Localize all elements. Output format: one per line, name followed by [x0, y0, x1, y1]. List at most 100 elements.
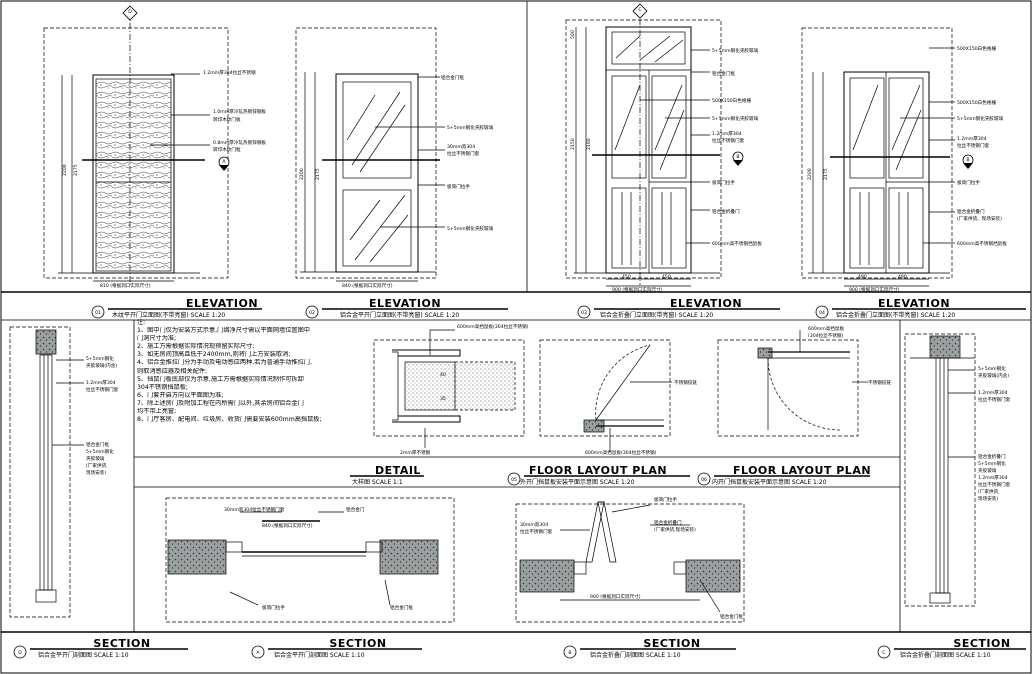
label-e3-a: 5+5mm钢化夹胶玻璃 [712, 47, 759, 54]
label-det-a: 600mm高挡鼠板(304拉丝不锈钢) [457, 323, 529, 330]
drawing-number: B [568, 650, 571, 656]
elevation-01-drawing [43, 12, 229, 285]
label-e1-b: 1.0mm厚冷轧热镀锌钢板 [213, 108, 266, 115]
label-e4-d2: 拉丝不锈钢门套 [957, 142, 990, 149]
elevation-02-drawing [295, 27, 445, 282]
drawing-subtitle: 铝合金平开门剖面图 SCALE 1:10 [274, 651, 365, 659]
drawing-number: 05 [511, 477, 517, 483]
label-e4-g: 600mm高不锈钢挡鼠板 [957, 240, 1007, 247]
label-sc-c3: 夹胶玻璃 [978, 467, 997, 474]
drawing-subtitle: 内开门挡鼠板安装平面示意图 SCALE 1:20 [712, 478, 827, 486]
label-p6-a: 600mm高挡鼠板 [808, 325, 844, 332]
label-sa-a: 30mm宽304拉丝不锈钢门套 [224, 506, 285, 513]
drawing-subtitle: 大样图 SCALE 1:1 [352, 478, 403, 486]
dim-2175-c: 2175 [823, 168, 829, 180]
dim-490a: 490 [858, 274, 867, 280]
drawing-title: FLOOR LAYOUT PLAN [529, 464, 667, 477]
drawing-number: 03 [581, 310, 587, 316]
drawing-number-circle [507, 472, 521, 486]
label-e4-e: 极简门拉手 [957, 179, 980, 186]
note-line: 2、施工方需根据实际情况现预留实际尺寸; [137, 343, 255, 351]
drawing-number: A [256, 650, 260, 656]
label-sd-a2: 夹胶玻璃(内含) [86, 362, 117, 369]
marker-top-c-label: C [638, 7, 641, 13]
label-e4-d: 1.2mm厚304 [957, 136, 987, 142]
label-sb-c2: (厂家供货,现场安装) [654, 526, 696, 533]
drawing-number: 01 [95, 310, 101, 316]
label-p6-a2: (304拉丝不锈钢) [808, 332, 844, 339]
marker-cut-b1: B [732, 151, 744, 166]
label-e3-g: 铝合金折叠门 [712, 208, 740, 215]
marker-cut-b2-label: B [966, 157, 969, 163]
note-line: 304不锈钢挡鼠板; [137, 383, 189, 391]
drawing-title: ELEVATION [186, 297, 258, 310]
dim-450a: 450 [622, 274, 631, 280]
dim-2150: 2150 [570, 138, 576, 150]
label-e4-b: 500X150白色格栅 [957, 99, 996, 106]
drawing-number: 04 [819, 310, 825, 316]
label-sc-c4: 1.2mm厚304 [978, 475, 1008, 481]
drawing-number-circle [577, 305, 591, 319]
drawing-number-circle [305, 305, 319, 319]
section-b-drawing [515, 501, 745, 623]
drawing-subtitle: 外开门挡鼠板安装平面示意图 SCALE 1:20 [520, 478, 635, 486]
dim-2175-b: 2175 [315, 168, 321, 180]
label-e1-a: 1.2mm厚304拉丝不锈钢 [203, 69, 256, 76]
section-a-drawing [165, 497, 455, 623]
drawing-title: SECTION [953, 637, 1010, 650]
drawing-title: FLOOR LAYOUT PLAN [733, 464, 871, 477]
label-sd-b2: 拉丝不锈钢门套 [86, 386, 119, 393]
dim-490b: 490 [898, 274, 907, 280]
dim-810: 810 (根据洞口实际尺寸) [100, 282, 151, 289]
marker-top-d-label: D [128, 9, 132, 15]
drawing-subtitle: 铝合金平开门剖面图 SCALE 1:10 [38, 651, 129, 659]
drawing-number: C [882, 650, 885, 656]
drawing-number-circle [697, 472, 711, 486]
note-line: 1、图中门仅为安装方式示意,门绸净尺寸需以平面网墙位置图中 [137, 327, 310, 335]
label-sa-b: 铝合金门 [346, 506, 365, 513]
drawing-number-circle [13, 645, 27, 659]
label-sb-b: 极简门拉手 [654, 496, 677, 503]
label-e2-c2: 拉丝不锈钢门套 [447, 150, 480, 157]
general-notes: 注: 1、图中门仅为安装方式示意,门绸净尺寸需以平面网墙位置图中 门洞尺寸为准;… [137, 319, 365, 457]
label-sc-b2: 拉丝不锈钢门套 [978, 396, 1011, 403]
label-sd-c: 铝合金门框 [86, 441, 109, 448]
label-p6-b: 不锈钢铰链 [868, 379, 891, 386]
label-e1-c: 0.8mm厚冷轧热镀锌钢板 [213, 139, 266, 146]
dim-2175-a: 2175 [73, 164, 79, 176]
dim-900a: 900 (根据洞口实际尺寸) [612, 286, 663, 293]
detail-drawing [373, 329, 525, 448]
drawing-number-circle [877, 645, 891, 659]
label-sc-c7: 现场安装) [978, 495, 998, 502]
drawing-title: ELEVATION [369, 297, 441, 310]
drawing-title: SECTION [643, 637, 700, 650]
label-e4-f: 铝合金折叠门 [957, 208, 985, 215]
label-sd-a: 5+5mm钢化 [86, 355, 114, 362]
drawing-subtitle: 铝合金折叠门剖面图 SCALE 1:10 [590, 651, 681, 659]
label-det-b: 2mm厚不锈钢 [400, 449, 431, 456]
drawing-number: 06 [701, 477, 707, 483]
drawing-title: ELEVATION [878, 297, 950, 310]
dim-2160: 2160 [586, 138, 592, 150]
label-sc-a2: 夹胶玻璃(内含) [978, 372, 1009, 379]
label-e2-c: 30mm宽304 [447, 143, 475, 150]
label-e3-c: 500X150白色格栅 [712, 97, 751, 104]
note-line: 则取消感应器及相关配件; [137, 367, 208, 375]
drawing-title: DETAIL [375, 464, 421, 477]
section-d-drawing [9, 326, 84, 618]
label-p5-b: 不锈钢铰链 [674, 379, 697, 386]
drawing-number: 02 [309, 310, 315, 316]
label-sc-c5: 拉丝不锈钢门套 [978, 481, 1011, 488]
note-line: 注: [137, 319, 146, 326]
marker-cut-b1-label: B [736, 154, 739, 160]
drawing-subtitle: 铝合金折叠门立面图(不带亮窗) SCALE 1:20 [836, 311, 955, 319]
dim-840-b: 840 (根据洞口实际尺寸) [262, 522, 313, 529]
